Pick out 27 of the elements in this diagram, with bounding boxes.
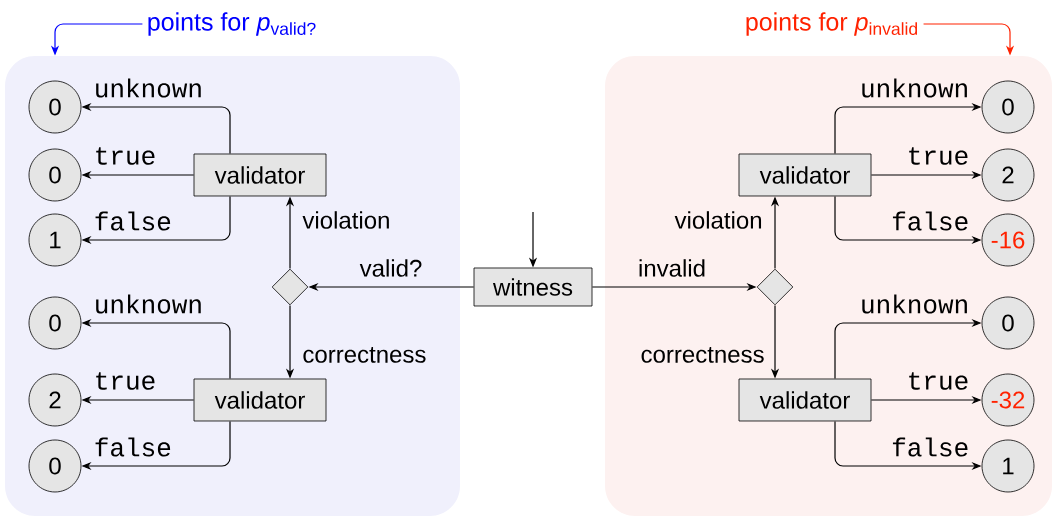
edge-label: true [96, 147, 155, 165]
edge-label: unknown [862, 294, 967, 314]
edge-label: true [96, 372, 155, 390]
edge-label: false [95, 211, 171, 231]
decision-diamond [756, 268, 794, 306]
edge-label: unknown [96, 294, 201, 314]
process-box: witness [473, 267, 593, 307]
edge-label: invalid [639, 259, 705, 277]
edge-label: unknown [96, 78, 201, 98]
edge-label: false [892, 437, 968, 457]
heading-text: points for p$_{valid?}$ [148, 12, 316, 36]
edge-label: false [892, 211, 968, 231]
edge-label: true [909, 147, 968, 165]
edge-label: unknown [862, 78, 967, 98]
decision-diamond [271, 268, 309, 306]
process-box: validator [193, 378, 327, 422]
edge-label: true [909, 372, 968, 390]
edge-label: violation [674, 211, 762, 229]
edge-label: violation [302, 211, 389, 229]
process-box: validator [738, 378, 872, 422]
edge-label: correctness [303, 347, 426, 363]
heading-text: points for p$_{invalid}$ [746, 12, 917, 36]
process-box: validator [738, 153, 872, 197]
process-box: validator [193, 153, 327, 197]
edge-label: correctness [641, 347, 764, 363]
edge-label: valid? [359, 259, 422, 277]
edge-label: false [95, 437, 171, 457]
